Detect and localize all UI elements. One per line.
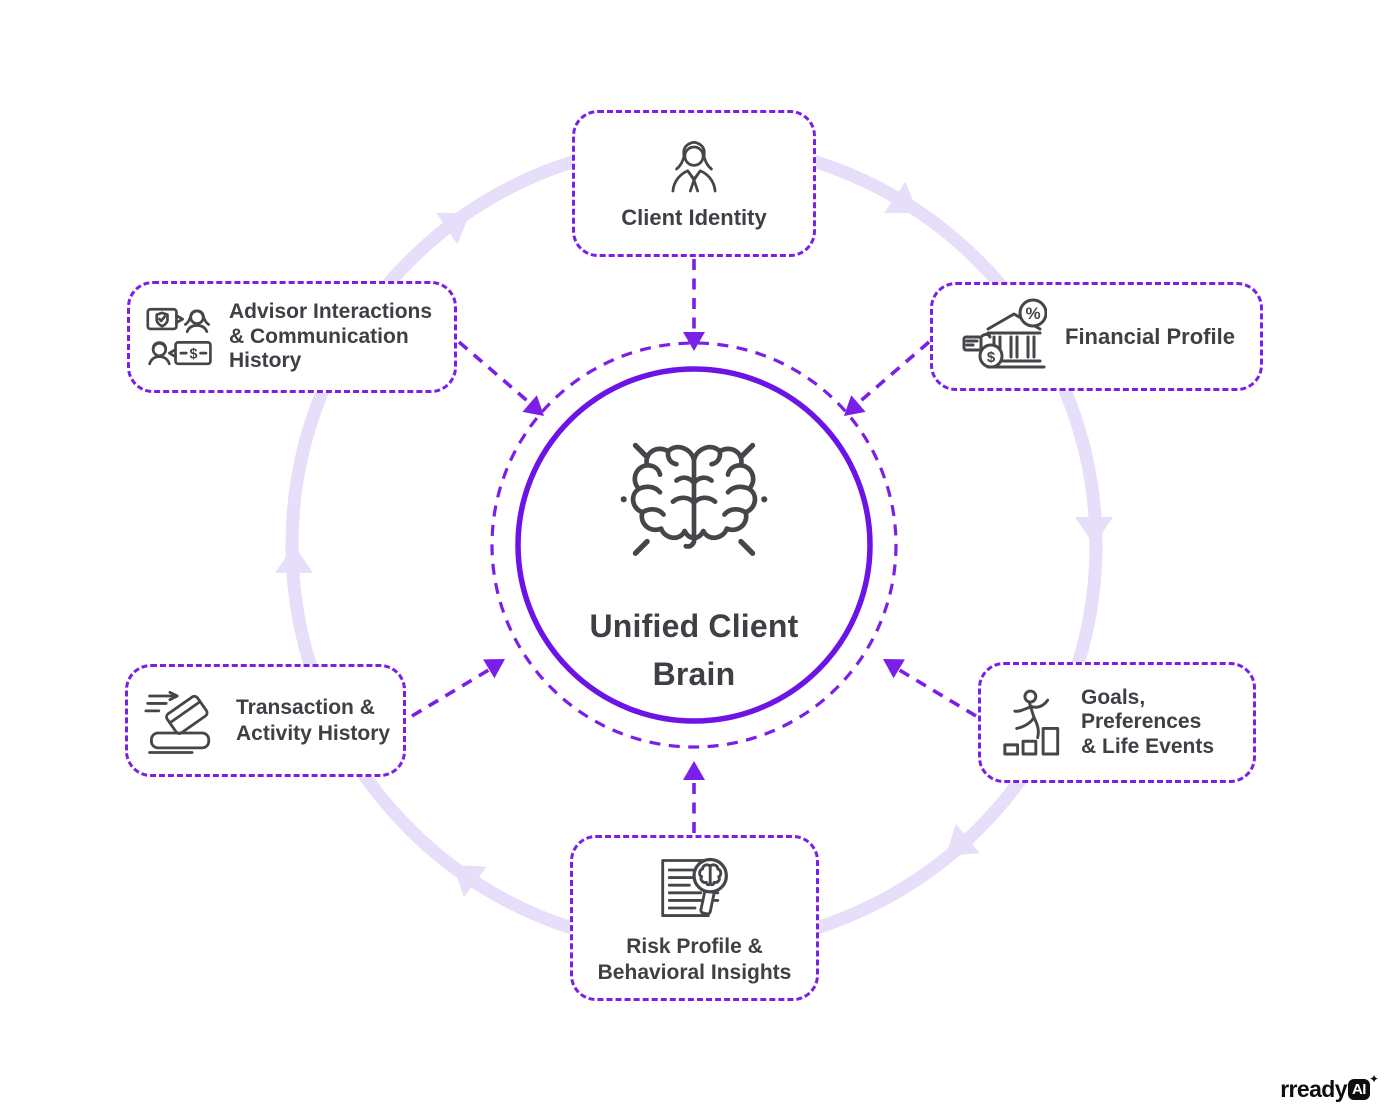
- svg-text:$: $: [189, 346, 197, 362]
- node-financial-profile: % $ Financial Profile: [930, 282, 1263, 391]
- brain-icon: [620, 442, 768, 556]
- node-label-line: Activity History: [236, 721, 391, 745]
- node-label-line: Preferences: [1081, 710, 1202, 734]
- sparkle-icon: ✦: [1368, 1071, 1379, 1086]
- node-label-line: Transaction &: [236, 696, 375, 719]
- node-label-line: History: [229, 349, 302, 373]
- node-label: Advisor Interactions & Communication His…: [229, 300, 432, 374]
- magnifier-doc-icon: [660, 857, 728, 918]
- ring-arrow-icon: [1075, 517, 1113, 545]
- node-label: Financial Profile: [1065, 323, 1235, 349]
- hub-connector-arrowheads: [483, 332, 905, 780]
- person-icon: [671, 141, 717, 193]
- bank-icon: % $: [962, 298, 1047, 368]
- hub-icon-wrap: [612, 422, 776, 586]
- connector-line: [895, 666, 977, 718]
- ring-arrow-icon: [275, 545, 313, 573]
- chat-people-icon: $: [146, 307, 212, 366]
- node-risk-profile: Risk Profile & Behavioral Insights: [570, 835, 819, 1001]
- node-label-line: & Life Events: [1081, 734, 1215, 758]
- node-label: Transaction & Activity History: [236, 695, 390, 746]
- hub-title-line1: Unified Client: [589, 608, 799, 644]
- node-label-line: Advisor Interactions: [229, 300, 433, 324]
- hub-connectors: [411, 259, 977, 833]
- node-goals-preferences: Goals, Preferences & Life Events: [978, 662, 1256, 783]
- node-label: Risk Profile & Behavioral Insights: [598, 934, 792, 985]
- hub-title: Unified Client Brain: [534, 602, 854, 698]
- node-advisor-interactions: $ Advisor Interactions & Communication H…: [127, 281, 457, 393]
- node-label-line: Behavioral Insights: [597, 960, 792, 984]
- node-label-line: Risk Profile &: [626, 935, 763, 958]
- svg-text:%: %: [1025, 304, 1040, 323]
- node-label: Goals, Preferences & Life Events: [1081, 686, 1214, 760]
- connector-line: [855, 340, 931, 406]
- ring-arrow-icon: [436, 212, 470, 245]
- ring-arrow-icon: [884, 181, 918, 214]
- brand-logo: rready AI ✦: [1280, 1072, 1380, 1103]
- connector-line: [457, 340, 533, 406]
- ring-arrow-icon: [946, 823, 980, 856]
- card-icon: [144, 690, 211, 754]
- ring-arrow-icon: [453, 865, 487, 898]
- connector-line: [411, 666, 493, 718]
- hub-title-line2: Brain: [652, 656, 736, 692]
- spark-lines: [632, 442, 756, 556]
- node-label-line: & Communication: [229, 324, 409, 348]
- brand-logo-text: rready: [1280, 1076, 1347, 1102]
- svg-text:$: $: [987, 349, 996, 366]
- node-label-line: Goals,: [1081, 685, 1146, 709]
- node-label: Client Identity: [621, 205, 767, 230]
- runner-icon: [1003, 689, 1060, 755]
- brand-logo-ai-badge: AI: [1347, 1079, 1370, 1100]
- node-transaction-history: Transaction & Activity History: [125, 664, 406, 777]
- node-client-identity: Client Identity: [572, 110, 816, 257]
